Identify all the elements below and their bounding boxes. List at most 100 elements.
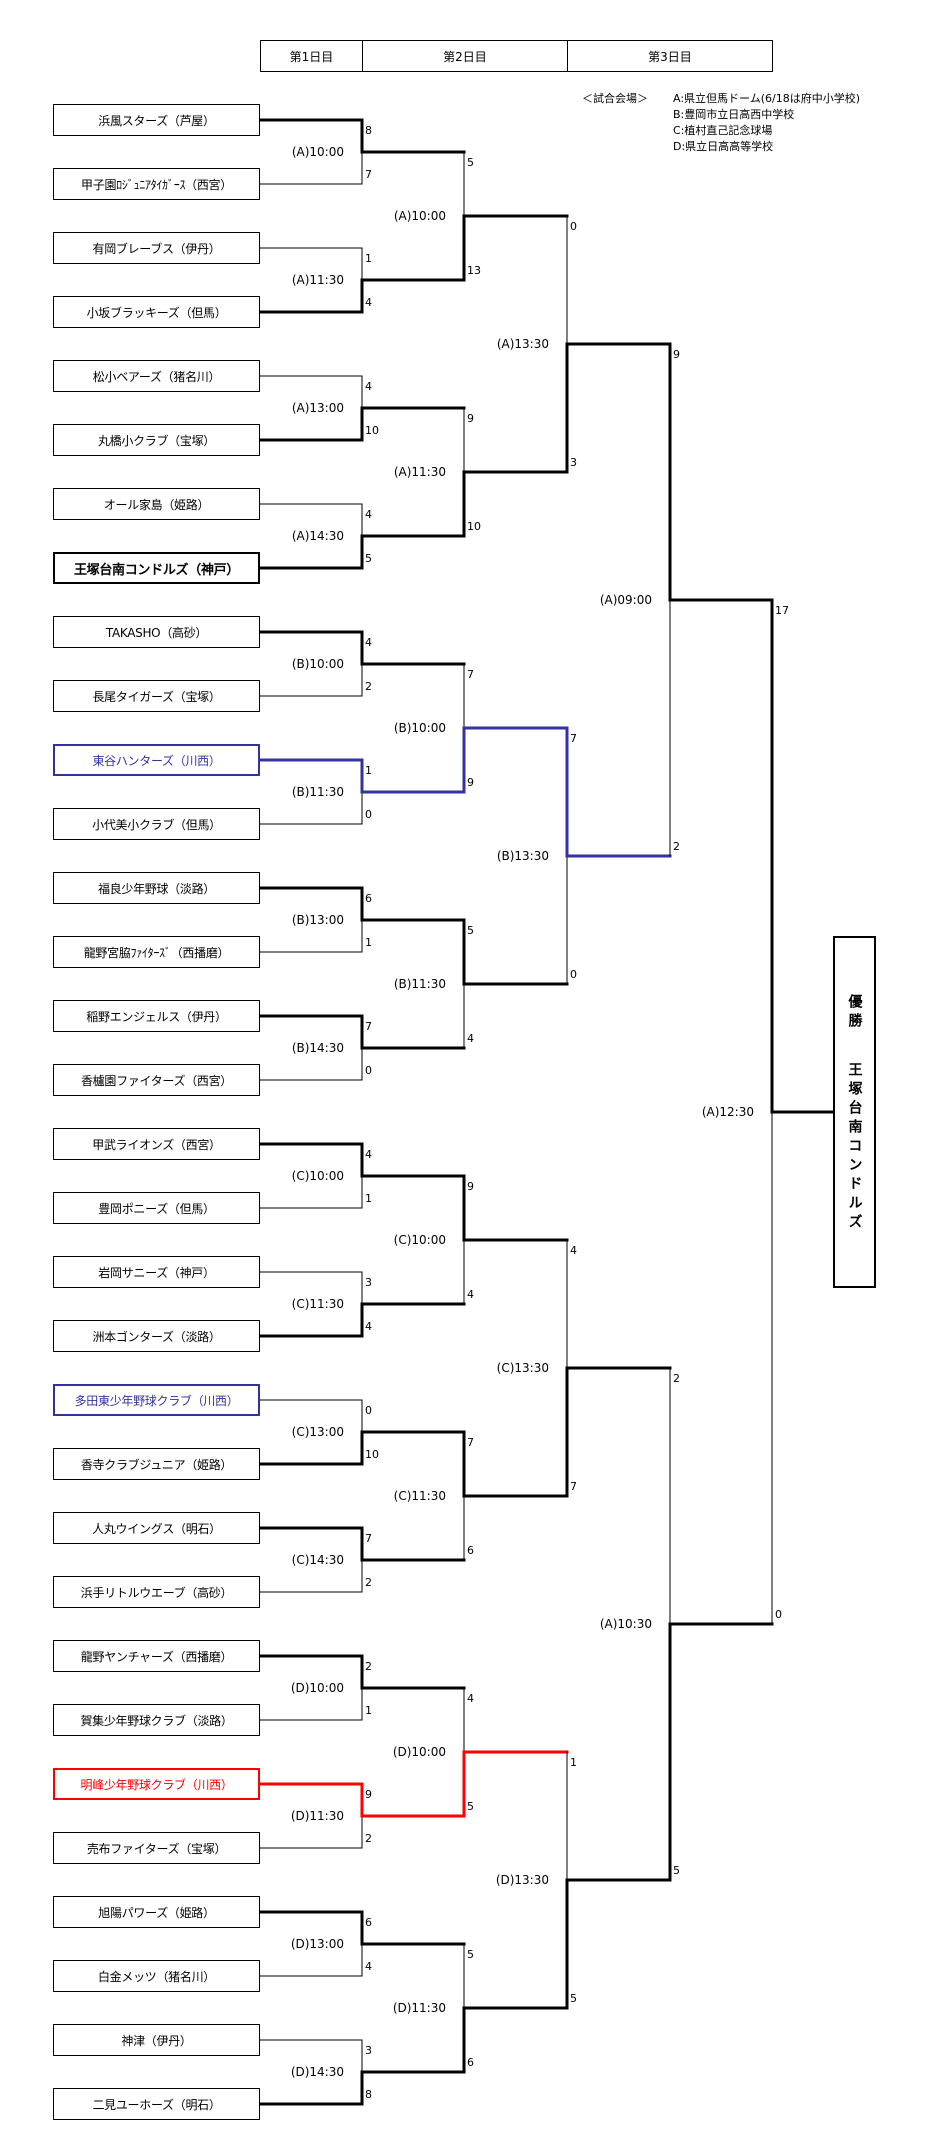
score-label: 0 — [365, 1404, 372, 1417]
score-label: 0 — [365, 808, 372, 821]
team-box: 賀集少年野球クラブ（淡路） — [53, 1704, 260, 1736]
score-label: 1 — [570, 1756, 577, 1769]
team-box: 売布ファイターズ（宝塚） — [53, 1832, 260, 1864]
match-time-label: (A)10:00 — [393, 209, 446, 223]
score-label: 7 — [570, 1480, 577, 1493]
match-time-label: (B)10:00 — [291, 657, 344, 671]
match-time-label: (D)10:00 — [290, 1681, 344, 1695]
score-label: 2 — [365, 1660, 372, 1673]
team-box: 小坂ブラッキーズ（但馬） — [53, 296, 260, 328]
team-box: 浜手リトルウエーブ（高砂） — [53, 1576, 260, 1608]
score-label: 5 — [673, 1864, 680, 1877]
score-label: 4 — [570, 1244, 577, 1257]
match-time-label: (A)12:30 — [701, 1105, 754, 1119]
match-time-label: (B)13:30 — [496, 849, 549, 863]
match-time-label: (C)11:30 — [393, 1489, 446, 1503]
score-label: 10 — [467, 520, 481, 533]
score-label: 17 — [775, 604, 789, 617]
match-time-label: (D)14:30 — [290, 2065, 344, 2079]
match-time-label: (A)13:30 — [496, 337, 549, 351]
champion-box: 優勝 王塚台南コンドルズ — [833, 936, 876, 1288]
team-box: 浜風スターズ（芦屋） — [53, 104, 260, 136]
score-label: 4 — [365, 380, 372, 393]
score-label: 2 — [365, 1576, 372, 1589]
score-label: 6 — [467, 1544, 474, 1557]
match-time-label: (C)14:30 — [291, 1553, 344, 1567]
match-time-label: (C)10:00 — [393, 1233, 446, 1247]
score-label: 5 — [467, 1800, 474, 1813]
match-time-label: (A)10:00 — [291, 145, 344, 159]
day3-header: 第3日目 — [567, 40, 773, 72]
team-box: 小代美小クラブ（但馬） — [53, 808, 260, 840]
venue-c: C:植村直己記念球場 — [673, 124, 773, 137]
team-box: 神津（伊丹） — [53, 2024, 260, 2056]
match-time-label: (D)11:30 — [290, 1809, 344, 1823]
score-label: 7 — [467, 668, 474, 681]
score-label: 5 — [467, 156, 474, 169]
team-box: 稲野エンジェルス（伊丹） — [53, 1000, 260, 1032]
match-time-label: (A)13:00 — [291, 401, 344, 415]
score-label: 1 — [365, 1704, 372, 1717]
score-label: 6 — [365, 1916, 372, 1929]
team-box: 龍野宮脇ﾌｧｲﾀｰｽﾞ（西播磨） — [53, 936, 260, 968]
champion-label: 優勝 — [846, 994, 863, 1032]
match-time-label: (B)10:00 — [393, 721, 446, 735]
score-label: 4 — [365, 1960, 372, 1973]
score-label: 5 — [570, 1992, 577, 2005]
team-box: 甲子園ﾛｼﾞｭﾆｱﾀｲｶﾞｰｽ（西宮） — [53, 168, 260, 200]
score-label: 0 — [570, 968, 577, 981]
score-label: 9 — [673, 348, 680, 361]
score-label: 5 — [467, 924, 474, 937]
venue-legend-title: ＜試合会場＞ — [582, 92, 648, 105]
score-label: 4 — [467, 1288, 474, 1301]
team-box: TAKASHO（高砂） — [53, 616, 260, 648]
match-time-label: (D)11:30 — [392, 2001, 446, 2015]
score-label: 8 — [365, 124, 372, 137]
score-label: 4 — [365, 1320, 372, 1333]
score-label: 7 — [365, 168, 372, 181]
score-label: 2 — [673, 840, 680, 853]
score-label: 9 — [467, 412, 474, 425]
match-time-label: (A)10:30 — [599, 1617, 652, 1631]
match-time-label: (C)13:00 — [291, 1425, 344, 1439]
score-label: 1 — [365, 764, 372, 777]
champion-name: 王塚台南コンドルズ — [846, 1062, 863, 1233]
match-time-label: (C)11:30 — [291, 1297, 344, 1311]
score-label: 4 — [467, 1032, 474, 1045]
match-time-label: (D)13:30 — [495, 1873, 549, 1887]
team-box: 長尾タイガーズ（宝塚） — [53, 680, 260, 712]
team-box: 白金メッツ（猪名川） — [53, 1960, 260, 1992]
score-label: 5 — [365, 552, 372, 565]
score-label: 4 — [365, 1148, 372, 1161]
score-label: 2 — [365, 1832, 372, 1845]
match-time-label: (A)11:30 — [393, 465, 446, 479]
score-label: 4 — [365, 296, 372, 309]
team-box: 明峰少年野球クラブ（川西） — [53, 1768, 260, 1800]
team-box: 多田東少年野球クラブ（川西） — [53, 1384, 260, 1416]
team-box: 福良少年野球（淡路） — [53, 872, 260, 904]
score-label: 2 — [673, 1372, 680, 1385]
score-label: 8 — [365, 2088, 372, 2101]
score-label: 9 — [467, 1180, 474, 1193]
team-box: 松小ベアーズ（猪名川） — [53, 360, 260, 392]
team-box: オール家島（姫路） — [53, 488, 260, 520]
score-label: 4 — [365, 636, 372, 649]
venue-b: B:豊岡市立日高西中学校 — [673, 108, 795, 121]
match-time-label: (D)13:00 — [290, 1937, 344, 1951]
score-label: 3 — [365, 1276, 372, 1289]
match-time-label: (B)14:30 — [291, 1041, 344, 1055]
score-label: 6 — [467, 2056, 474, 2069]
team-box: 王塚台南コンドルズ（神戸） — [53, 552, 260, 584]
match-time-label: (D)10:00 — [392, 1745, 446, 1759]
team-box: 有岡ブレーブス（伊丹） — [53, 232, 260, 264]
team-box: 龍野ヤンチャーズ（西播磨） — [53, 1640, 260, 1672]
team-box: 人丸ウイングス（明石） — [53, 1512, 260, 1544]
match-time-label: (C)13:30 — [496, 1361, 549, 1375]
score-label: 3 — [570, 456, 577, 469]
team-box: 旭陽パワーズ（姫路） — [53, 1896, 260, 1928]
team-box: 香寺クラブジュニア（姫路） — [53, 1448, 260, 1480]
team-box: 豊岡ポニーズ（但馬） — [53, 1192, 260, 1224]
match-time-label: (A)11:30 — [291, 273, 344, 287]
